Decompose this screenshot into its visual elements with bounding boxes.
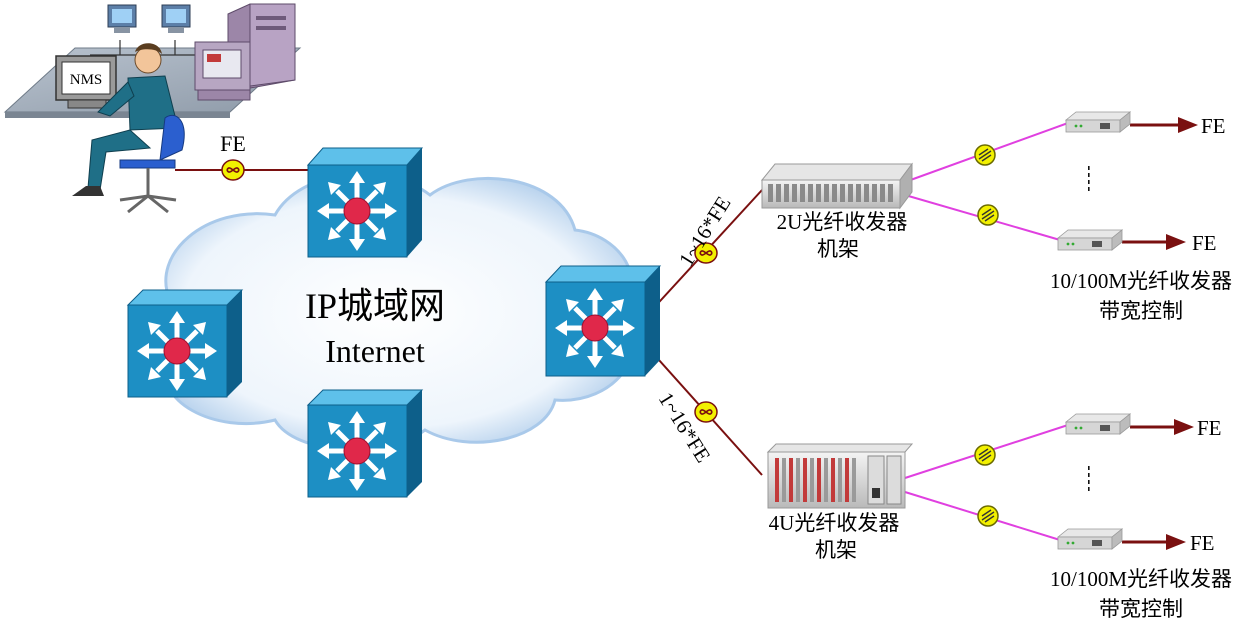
transceiver-label: 10/100M光纤收发器 [1050, 269, 1232, 293]
fe-endpoint-label: FE [1192, 231, 1217, 255]
monitor-icon [161, 4, 191, 33]
rack-2u [760, 162, 913, 210]
switch-top [306, 147, 424, 258]
fiber-converter-icon [1065, 111, 1131, 133]
fiber-badge-icon [974, 444, 996, 466]
fiber-badge-icon [977, 204, 999, 226]
more-dots-icon [1088, 166, 1090, 191]
nms-workstation: NMS [3, 3, 302, 214]
switch-icon [137, 311, 217, 391]
rack-4u-sublabel: 机架 [815, 538, 857, 562]
rack-4u [766, 443, 914, 509]
arrow-right-icon [1174, 419, 1194, 435]
nms-screen-label: NMS [70, 72, 103, 88]
switch-icon [555, 288, 635, 368]
fe-endpoint-label: FE [1201, 114, 1226, 138]
transceiver-label: 10/100M光纤收发器 [1050, 567, 1232, 591]
cloud-title: IP城域网 [305, 286, 445, 326]
fe-endpoint-label: FE [1197, 416, 1222, 440]
operator-person [72, 43, 185, 214]
more-dots-icon [1088, 466, 1090, 491]
copper-badge-icon [221, 159, 245, 181]
uplink-label-bottom: 1~16*FE [654, 388, 716, 467]
monitor-icon [107, 4, 137, 33]
transceiver-sublabel: 带宽控制 [1099, 299, 1183, 323]
rack-2u-label: 2U光纤收发器 [777, 210, 908, 234]
rack-2u-sublabel: 机架 [817, 237, 859, 261]
fiber-badge-icon [974, 144, 996, 166]
arrow-right-icon [1166, 234, 1186, 250]
fiber-badge-icon [977, 505, 999, 527]
arrow-right-icon [1166, 534, 1186, 550]
rack-4u-label: 4U光纤收发器 [769, 511, 900, 535]
cloud-subtitle: Internet [325, 333, 425, 369]
transceiver-sublabel: 带宽控制 [1099, 597, 1183, 621]
nms-monitor: NMS [55, 55, 117, 109]
fiber-converter-icon [1057, 229, 1123, 251]
switch-core [544, 265, 662, 377]
switch-icon [317, 411, 397, 491]
pc-icon [194, 41, 251, 101]
copper-badge-icon [694, 401, 718, 423]
arrow-right-icon [1178, 117, 1198, 133]
switch-left [126, 289, 244, 398]
fiber-converter-icon [1065, 413, 1131, 435]
nms-link-label: FE [220, 131, 246, 156]
fiber-converter-icon [1057, 528, 1123, 550]
switch-icon [317, 171, 397, 251]
fe-endpoint-label: FE [1190, 531, 1215, 555]
switch-bottom [306, 389, 424, 498]
